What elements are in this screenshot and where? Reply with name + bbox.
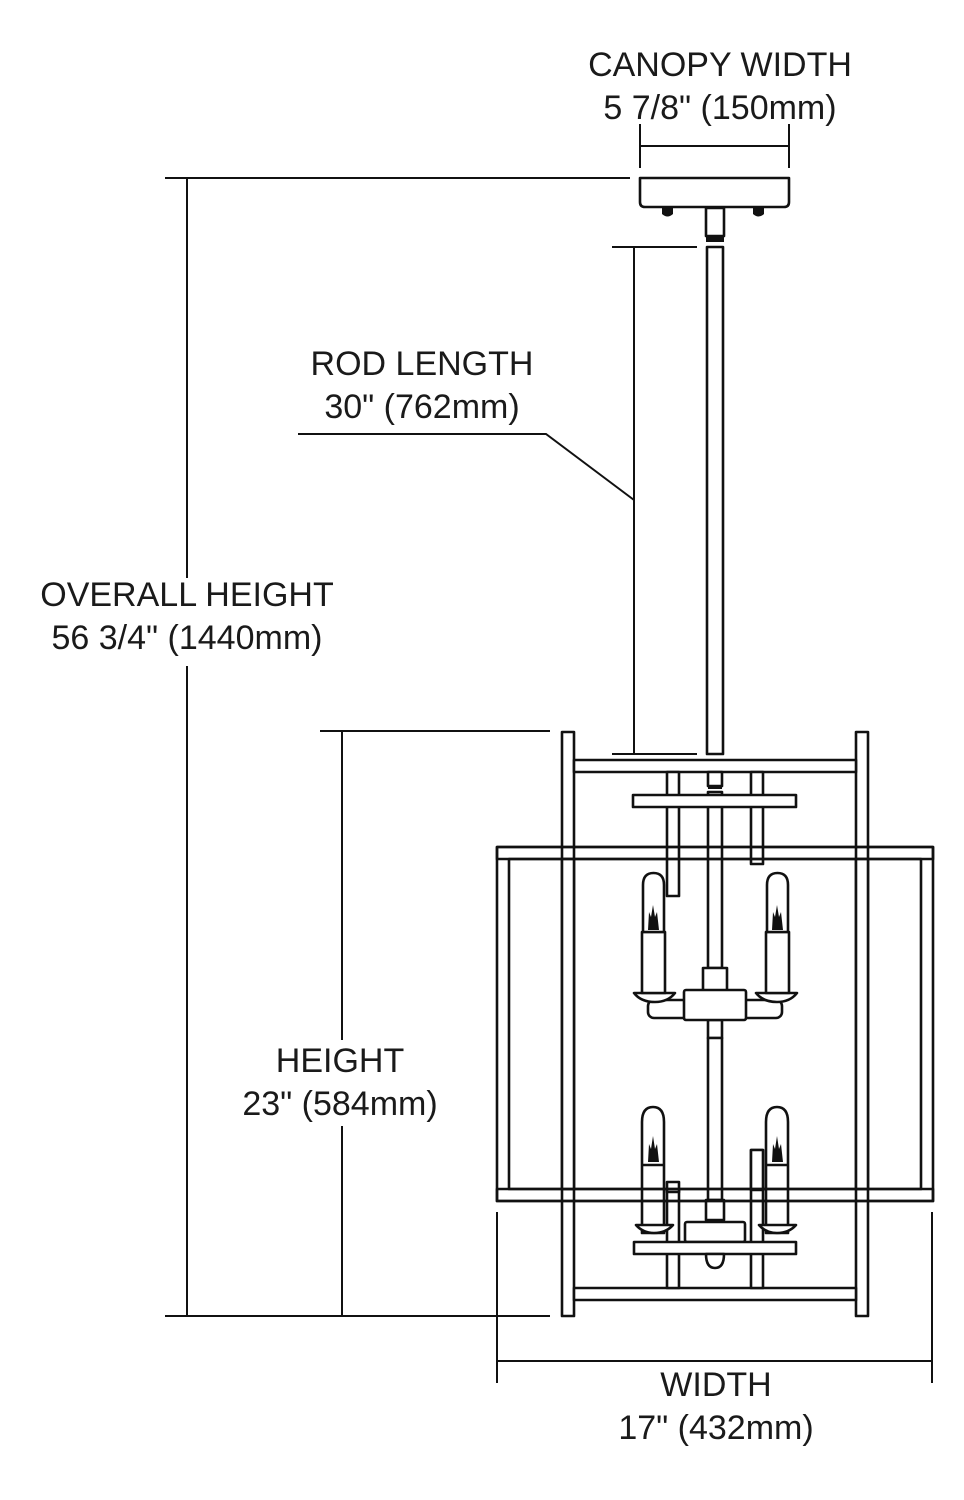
overall-height-dimension <box>165 177 630 1317</box>
height-dimension <box>320 730 550 1316</box>
width-dimension <box>496 1212 933 1383</box>
width-label: WIDTH 17" (432mm) <box>596 1364 836 1450</box>
rod-length-dimension <box>298 246 697 755</box>
canopy <box>638 176 791 242</box>
canopy-width-label: CANOPY WIDTH 5 7/8" (150mm) <box>570 44 870 130</box>
upper-plate <box>631 793 798 809</box>
height-value: 23" (584mm) <box>242 1085 438 1123</box>
front-frame <box>495 845 935 1203</box>
canopy-width-dimension <box>639 124 790 168</box>
upper-candle-cluster <box>632 871 799 1022</box>
overall-height-title: OVERALL HEIGHT <box>40 576 334 614</box>
height-title: HEIGHT <box>275 1042 405 1080</box>
rod-length-title: ROD LENGTH <box>310 345 534 383</box>
canopy-width-value: 5 7/8" (150mm) <box>603 89 837 127</box>
width-value: 17" (432mm) <box>618 1409 814 1447</box>
overall-height-label: OVERALL HEIGHT 56 3/4" (1440mm) <box>22 574 352 660</box>
width-title: WIDTH <box>660 1366 772 1404</box>
rod <box>705 245 725 756</box>
rod-length-value: 30" (762mm) <box>324 388 520 426</box>
overall-height-value: 56 3/4" (1440mm) <box>51 619 323 657</box>
rod-length-label: ROD LENGTH 30" (762mm) <box>282 343 562 429</box>
height-label: HEIGHT 23" (584mm) <box>220 1040 460 1126</box>
canopy-width-title: CANOPY WIDTH <box>588 46 852 84</box>
